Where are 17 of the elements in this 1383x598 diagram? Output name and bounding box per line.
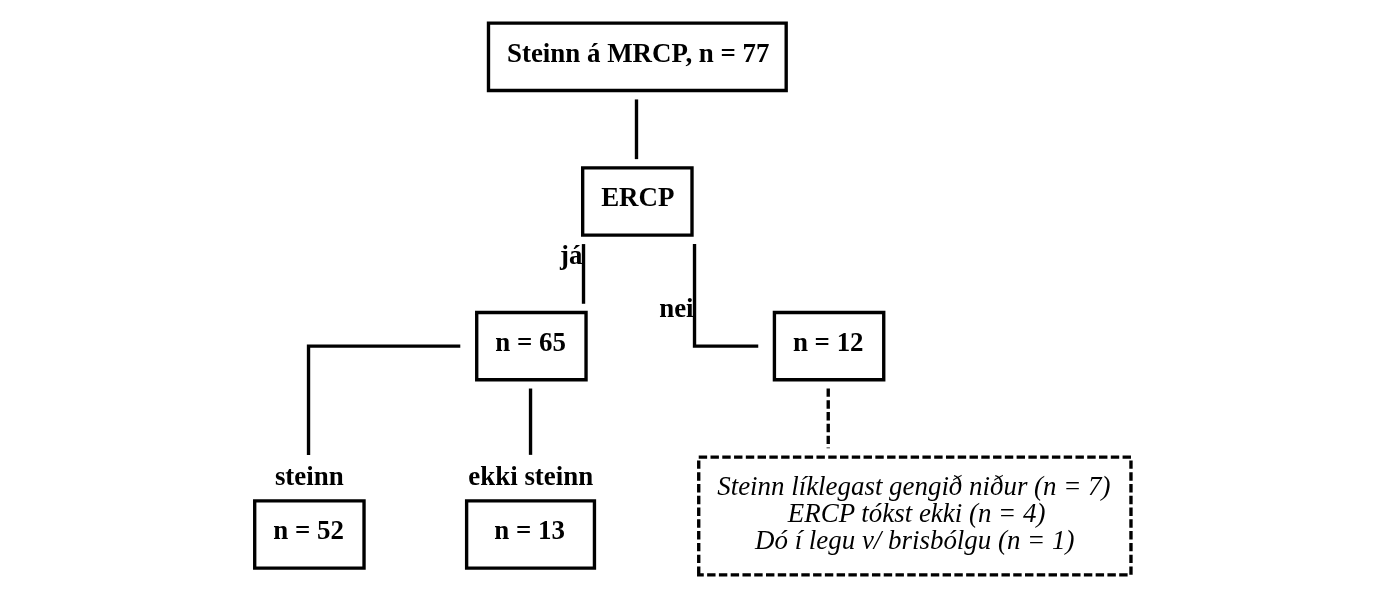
edge-label: já (559, 239, 582, 270)
connector (826, 388, 830, 449)
connector (528, 388, 532, 455)
edge-label: nei (658, 292, 694, 323)
node-label: steinn (274, 461, 344, 492)
node-box: Steinn líklegast gengið niður (n = 7) ERCP tókst ekki (n = 4) Dó í legu v/ brisbólgu (n = 1) (696, 455, 1133, 577)
node-box: ERCP (580, 166, 694, 237)
connector (692, 244, 758, 348)
connector (306, 344, 460, 456)
node-label: ekki steinn (467, 461, 593, 492)
node-box: Steinn á MRCP, n = 77 (486, 21, 788, 93)
connector (581, 244, 585, 304)
node-box: n = 12 (772, 310, 885, 382)
node-box: n = 52 (252, 499, 366, 570)
node-box: n = 13 (464, 499, 596, 570)
node-box: n = 65 (474, 310, 588, 382)
connector (634, 99, 638, 160)
